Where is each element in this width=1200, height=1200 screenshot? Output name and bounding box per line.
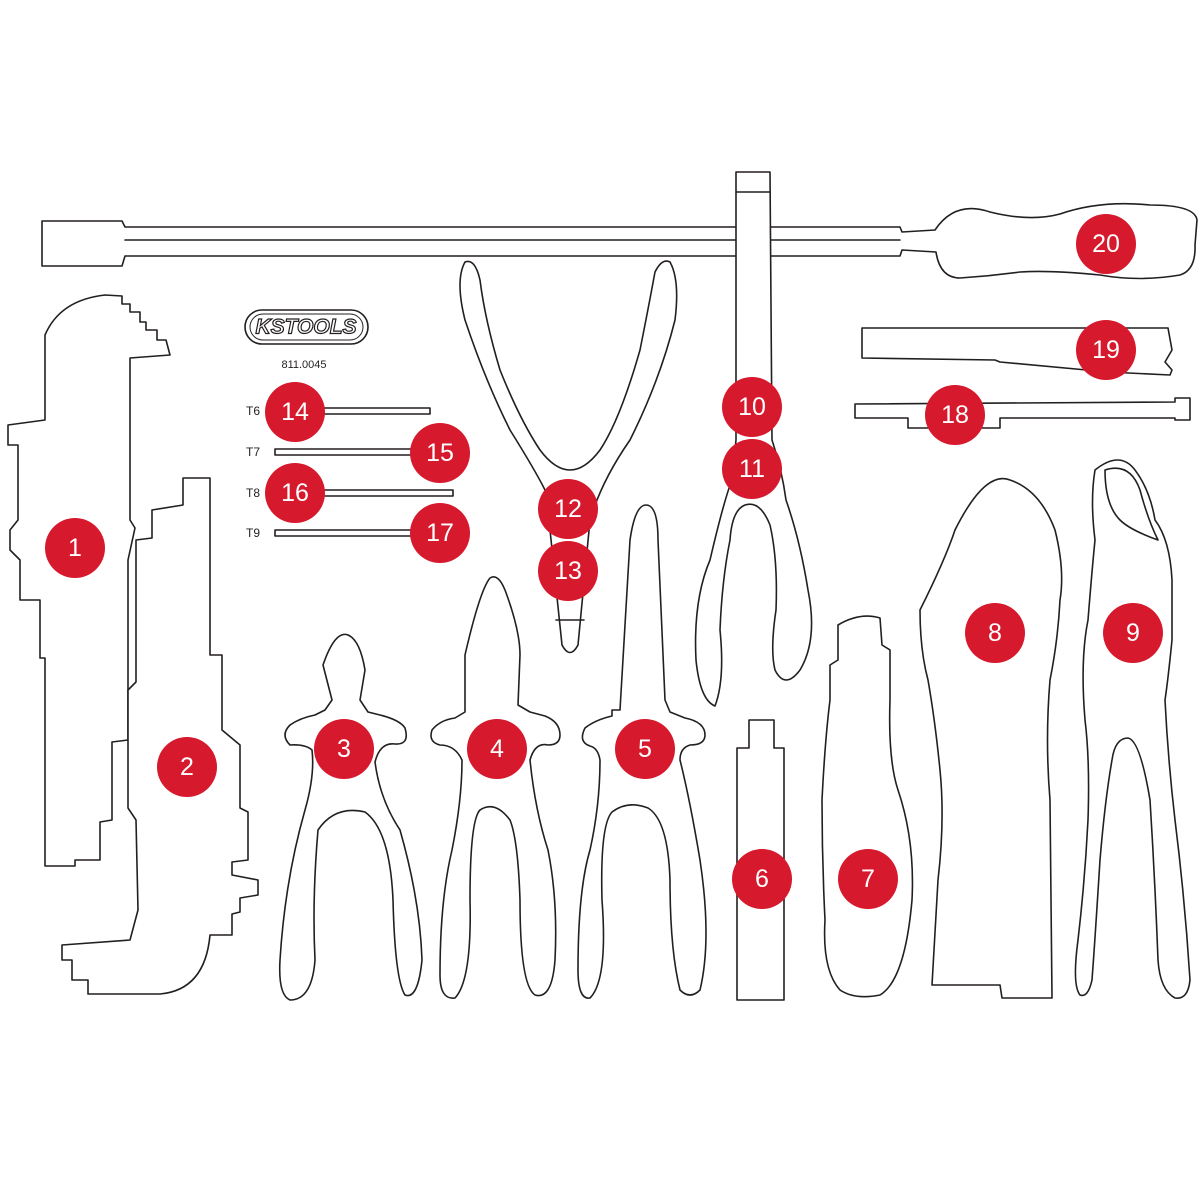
badge-3: 3 [314, 719, 374, 779]
badge-label: 7 [861, 865, 875, 893]
tool-outline-1 [7, 294, 171, 867]
article-number: 811.0045 [281, 359, 326, 371]
badge-label: 10 [738, 393, 766, 421]
badge-label: 1 [68, 534, 82, 562]
badge-8: 8 [965, 603, 1025, 663]
badge-14: 14 [265, 382, 325, 442]
badge-19: 19 [1076, 320, 1136, 380]
badge-label: 13 [554, 557, 582, 585]
tool-outline-20 [41, 202, 1198, 280]
tool-outline-4 [430, 576, 561, 999]
badge-12: 12 [538, 479, 598, 539]
badge-17: 17 [410, 503, 470, 563]
badge-label: 8 [988, 619, 1002, 647]
bit-label-t8: T8 [246, 486, 260, 500]
badge-18: 18 [925, 385, 985, 445]
badge-label: 20 [1092, 230, 1120, 258]
badge-label: 19 [1092, 336, 1120, 364]
badge-label: 3 [337, 735, 351, 763]
tool-outline-7 [821, 615, 914, 998]
badge-5: 5 [615, 719, 675, 779]
badge-label: 4 [490, 735, 504, 763]
badge-15: 15 [410, 423, 470, 483]
brand-logo: KSTOOLS [244, 309, 369, 345]
bit-label-t6: T6 [246, 404, 260, 418]
badge-label: 11 [739, 455, 765, 483]
badge-label: 6 [755, 865, 769, 893]
badge-label: 17 [426, 519, 454, 547]
tool-outline-8 [919, 477, 1063, 999]
badge-2: 2 [157, 737, 217, 797]
tool-outline-2 [61, 477, 259, 995]
tool-outline-18 [854, 397, 1191, 429]
badge-label: 9 [1126, 619, 1140, 647]
badge-7: 7 [838, 849, 898, 909]
badge-label: 18 [941, 401, 969, 429]
badge-4: 4 [467, 719, 527, 779]
bit-label-t7: T7 [246, 445, 260, 459]
badge-9: 9 [1103, 603, 1163, 663]
brand-logo-text: KSTOOLS [255, 316, 356, 339]
bit-label-t9: T9 [246, 526, 260, 540]
badge-label: 15 [426, 439, 454, 467]
tool-outline-9 [1074, 459, 1191, 999]
tool-outline-9-jaw [1104, 467, 1159, 541]
badge-1: 1 [45, 518, 105, 578]
badge-label: 14 [281, 398, 309, 426]
badge-11: 11 [722, 439, 782, 499]
badge-16: 16 [265, 463, 325, 523]
badge-6: 6 [732, 849, 792, 909]
badge-10: 10 [722, 377, 782, 437]
badge-20: 20 [1076, 214, 1136, 274]
badge-label: 16 [281, 479, 309, 507]
badge-label: 5 [638, 735, 652, 763]
badge-label: 2 [180, 753, 194, 781]
tool-outline-3 [278, 633, 423, 1001]
badge-label: 12 [554, 495, 582, 523]
badge-13: 13 [538, 541, 598, 601]
tool-outline-10 [694, 171, 813, 707]
